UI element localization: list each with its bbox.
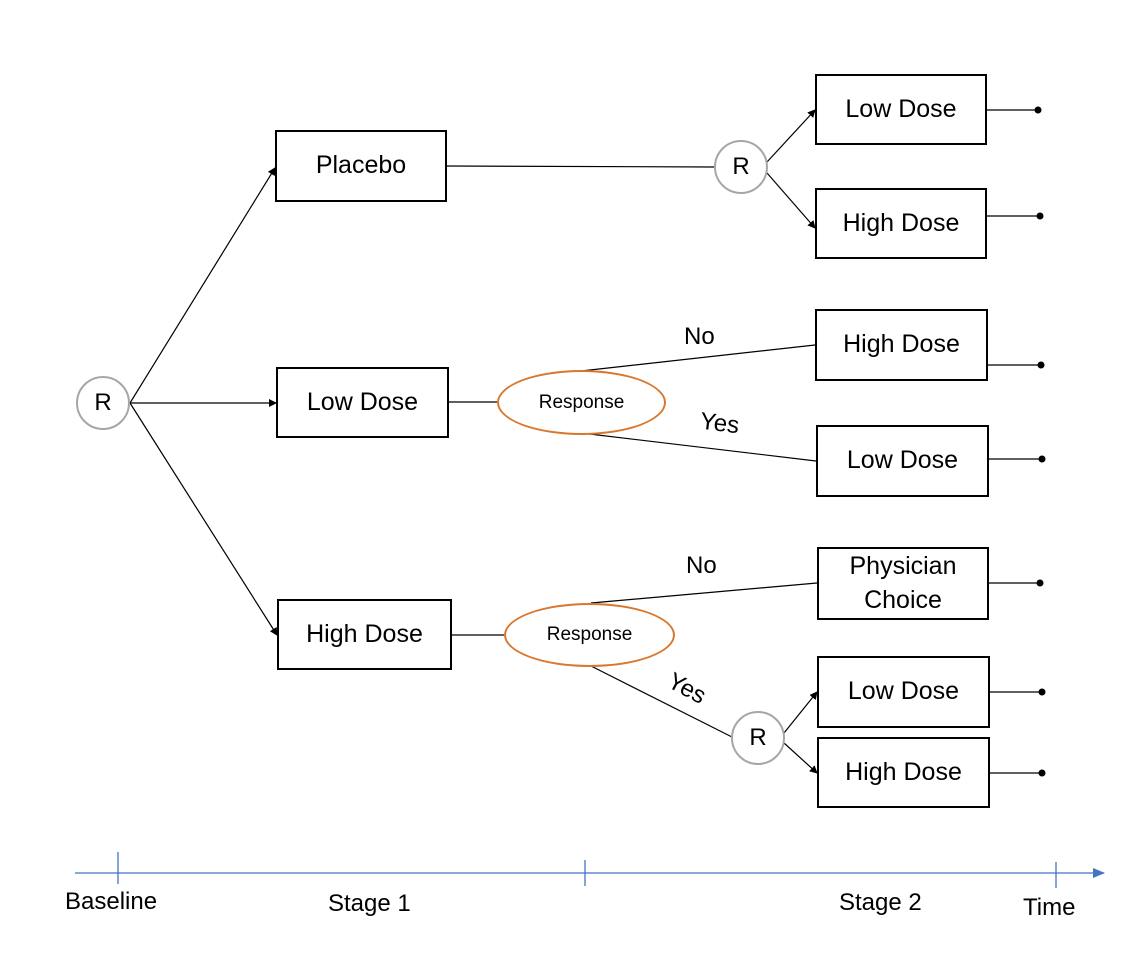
arm-placebo: Placebo: [275, 130, 447, 202]
timeline-label-time: Time: [1023, 894, 1076, 921]
high-dose-yes-low-dose: Low Dose: [817, 656, 990, 728]
arm-low-dose: Low Dose: [276, 367, 449, 438]
physician-choice-line-1: Physician: [849, 551, 957, 580]
low-dose-no-high-dose: High Dose: [815, 309, 988, 381]
placebo-stage2-high-dose: High Dose: [815, 188, 987, 259]
branch-label-no-low: No: [684, 323, 715, 350]
timeline-label-baseline: Baseline: [65, 888, 158, 915]
randomization-node-placebo: R: [714, 140, 768, 194]
branch-label-no-high: No: [686, 552, 717, 579]
response-node-high-dose: Response: [504, 603, 675, 667]
timeline-label-stage1: Stage 1: [328, 890, 411, 917]
response-node-low-dose: Response: [497, 370, 666, 435]
high-dose-no-physician-choice: Physician Choice: [817, 547, 989, 620]
physician-choice-line-2: Choice: [864, 585, 942, 614]
timeline-axis: [75, 852, 1105, 888]
placebo-stage2-low-dose: Low Dose: [815, 74, 987, 145]
randomization-node-initial: R: [76, 376, 130, 430]
low-dose-yes-low-dose: Low Dose: [816, 425, 989, 497]
timeline-label-stage2: Stage 2: [839, 889, 922, 916]
high-dose-yes-high-dose: High Dose: [817, 737, 990, 808]
arm-high-dose: High Dose: [277, 599, 452, 670]
randomization-node-high-dose-yes: R: [731, 711, 785, 765]
branch-label-yes-low: Yes: [698, 407, 741, 440]
